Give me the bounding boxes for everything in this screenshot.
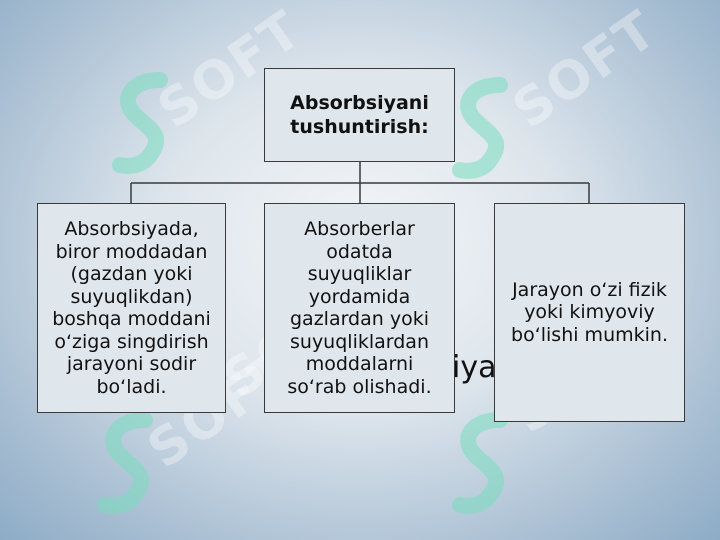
watermark-logo-top-left: [110, 70, 180, 184]
diagram-root-label: Absorbsiyani tushuntirish:: [290, 92, 429, 138]
soft-logo-icon: [452, 77, 508, 179]
soft-logo-icon: [112, 72, 168, 174]
diagram-child-label-2: Absorberlar odatda suyuqliklar yordamida…: [287, 218, 432, 398]
diagram-child-label-3: Jarayon o‘zi fizik yoki kimyoviy bo‘lish…: [511, 278, 668, 346]
watermark-logo-bottom-left: [95, 410, 165, 524]
diagram-child-box-1: Absorbsiyada, biror moddadan (gazdan yok…: [37, 203, 226, 413]
watermark-logo-top-right: [450, 75, 520, 189]
diagram-child-label-1: Absorbsiyada, biror moddadan (gazdan yok…: [52, 218, 211, 398]
soft-logo-icon: [97, 412, 153, 514]
soft-logo-icon: [452, 412, 508, 514]
diagram-child-box-2: Absorberlar odatda suyuqliklar yordamida…: [264, 203, 455, 413]
background-slide-text: iya: [452, 350, 497, 385]
diagram-child-box-3: Jarayon o‘zi fizik yoki kimyoviy bo‘lish…: [494, 203, 685, 422]
watermark-logo-bottom-right: [450, 410, 520, 524]
diagram-root-box: Absorbsiyani tushuntirish:: [264, 68, 455, 162]
